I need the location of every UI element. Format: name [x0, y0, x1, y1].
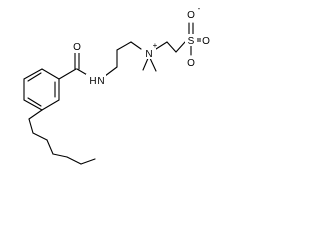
sulfonate-sulfur-label: S [188, 36, 195, 47]
amide-bonds [58, 52, 90, 80]
propyl-linker-bonds [104, 41, 142, 77]
sulfonate-oxygen-bottom-label: O [187, 58, 195, 69]
chemical-structure: O H N N + S O - O O [23, 4, 212, 165]
amide-nitrogen-label: N [97, 76, 104, 87]
carbonyl-oxygen-label: O [73, 42, 81, 53]
sulfonate-oxygen-right-label: O [202, 36, 210, 47]
amide-hydrogen-label: H [89, 76, 96, 87]
sulfonate-oxygen-top-label: O [187, 10, 195, 21]
octyl-chain-bonds [28, 109, 96, 165]
ammonium-charge: + [153, 41, 158, 50]
ammonium-nitrogen-label: N [145, 49, 152, 60]
sulfonate-charge: - [198, 4, 201, 13]
benzene-ring [23, 68, 60, 111]
